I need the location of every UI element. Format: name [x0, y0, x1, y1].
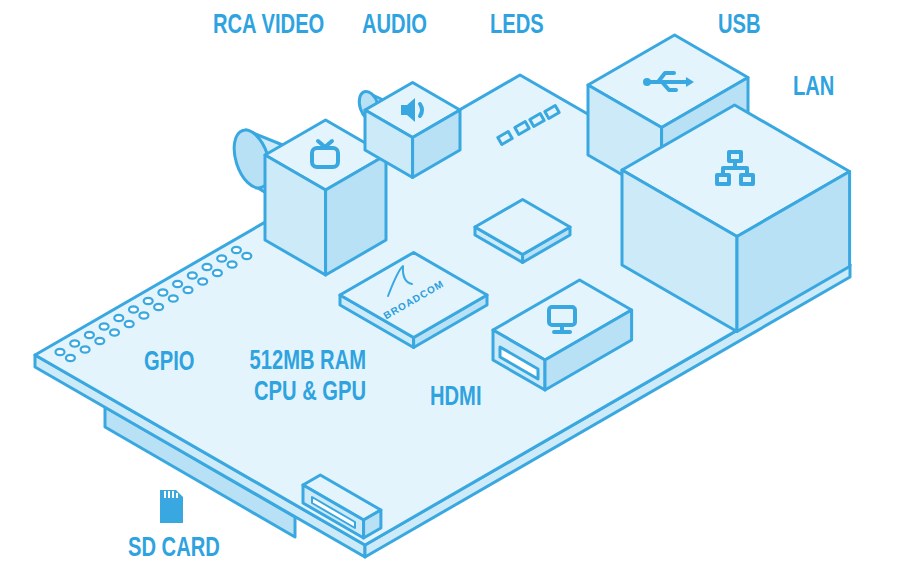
gpio-pin — [213, 270, 222, 276]
chip-brand: BROADCOM — [382, 278, 447, 322]
chip-top — [475, 200, 570, 255]
part-label: SD CARD — [128, 531, 220, 562]
gpio-pin — [184, 287, 193, 293]
led — [545, 106, 559, 119]
rca-side — [265, 155, 326, 275]
network-icon — [717, 152, 753, 184]
part-label: USB — [718, 8, 761, 39]
chip-top — [340, 253, 487, 338]
gpio-pin — [169, 295, 178, 301]
gpio-pin — [125, 321, 134, 327]
power-slot — [312, 497, 355, 528]
gpio-pin — [114, 315, 123, 321]
part-label: 512MB RAM CPU & GPU — [244, 344, 366, 406]
gpio-pin — [144, 298, 153, 304]
gpio-pin — [129, 306, 138, 312]
speaker-icon — [401, 98, 422, 122]
board-top — [35, 75, 850, 545]
gpio-pin — [198, 278, 207, 284]
part-label: AUDIO — [362, 8, 427, 39]
power-side — [364, 510, 381, 538]
tv-icon-body — [312, 148, 338, 167]
part-label: GPIO — [144, 345, 194, 376]
tv-icon-antenna — [318, 141, 332, 147]
usb-icon-branch — [662, 82, 676, 90]
usb-icon-head — [686, 77, 694, 87]
tv-icon — [312, 141, 338, 167]
gpio-pin — [228, 261, 237, 267]
led — [530, 114, 544, 127]
gpio-pin — [154, 304, 163, 310]
hdmi-side — [493, 330, 545, 390]
part-label: HDMI — [430, 380, 482, 411]
hdmi-slot — [500, 347, 538, 379]
gpio-pin — [70, 340, 79, 346]
gpio-header — [56, 247, 252, 361]
network-icon-box — [717, 175, 729, 184]
rca-side — [326, 155, 386, 275]
gpio-pin — [81, 346, 90, 352]
usb-icon-branch — [658, 73, 674, 82]
usb-icon — [643, 73, 694, 90]
gpio-pin — [242, 253, 251, 259]
chip-logo — [388, 266, 412, 296]
hdmi-side — [545, 310, 632, 390]
gpio-pin — [56, 349, 65, 355]
gpio-pin — [158, 289, 167, 295]
gpio-pin — [139, 312, 148, 318]
gpio-pin — [95, 338, 104, 344]
lan-port — [622, 105, 850, 332]
led — [498, 132, 512, 145]
gpio-pin — [217, 255, 226, 261]
gpio-pin — [66, 355, 75, 361]
rca-jack — [228, 120, 386, 275]
audio-side — [413, 110, 460, 178]
gpio-pin — [203, 264, 212, 270]
led — [515, 122, 529, 135]
audio-side — [365, 110, 413, 178]
speaker-icon-body — [401, 98, 415, 122]
usb-icon-stem — [648, 80, 686, 84]
speaker-icon-wave — [420, 104, 422, 116]
lan-side — [737, 172, 850, 332]
lan-chip — [475, 200, 570, 263]
lan-side — [622, 170, 737, 332]
network-icon-lines — [723, 161, 747, 175]
soc-chip — [340, 253, 487, 348]
gpio-pin — [232, 247, 241, 253]
monitor-icon-screen — [549, 307, 575, 325]
gpio-pin — [85, 332, 94, 338]
gpio-pin — [173, 281, 182, 287]
part-label: LAN — [793, 70, 834, 101]
audio-jack — [356, 83, 460, 178]
part-label: RCA VIDEO — [213, 8, 324, 39]
power-port — [303, 475, 381, 538]
monitor-icon-stand — [554, 325, 570, 332]
sd-card-icon — [160, 490, 183, 523]
hdmi-port — [493, 280, 632, 390]
gpio-pin — [110, 329, 119, 335]
sd-card-icon-contacts — [165, 491, 177, 498]
leds — [498, 106, 559, 145]
gpio-pin — [188, 272, 197, 278]
usb-icon-dot — [643, 78, 651, 86]
gpio-pin — [100, 323, 109, 329]
part-label: LEDS — [490, 8, 544, 39]
monitor-icon — [549, 307, 575, 332]
power-side — [303, 485, 364, 538]
network-icon-box — [741, 175, 753, 184]
